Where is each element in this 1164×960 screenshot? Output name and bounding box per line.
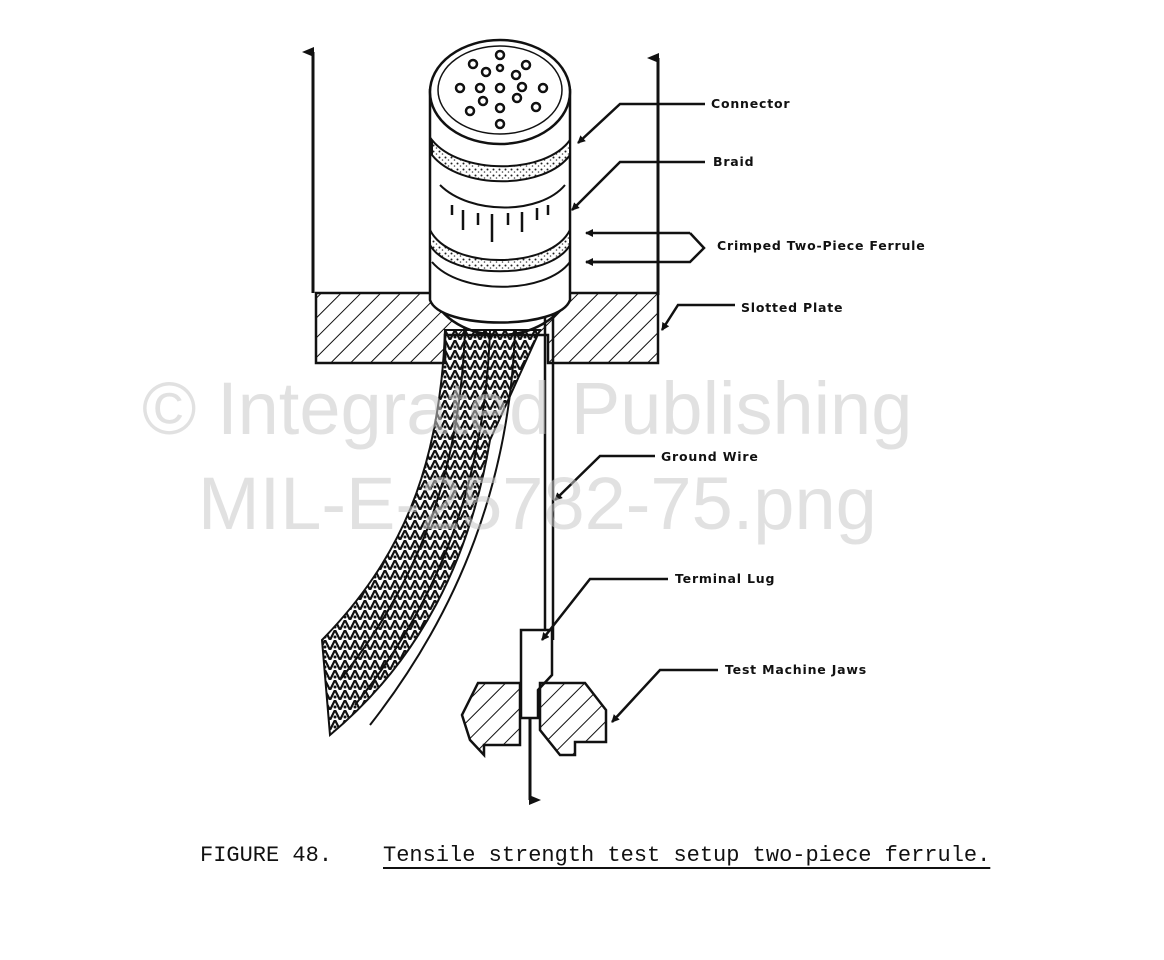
label-ferrule: Crimped Two-Piece Ferrule [717, 238, 926, 253]
connector [428, 38, 572, 324]
test-machine-jaws [460, 681, 608, 759]
slotted-plate [314, 291, 660, 365]
figure-title: Tensile strength test setup two-piece fe… [383, 843, 991, 868]
leader-lines [541, 102, 735, 723]
cable-bundle [320, 329, 542, 737]
label-terminal-lug: Terminal Lug [675, 571, 776, 586]
label-braid: Braid [713, 154, 755, 169]
label-test-machine-jaws: Test Machine Jaws [725, 662, 867, 677]
figure-number: FIGURE 48. [200, 843, 333, 868]
watermark-line1: © Integrated Publishing [142, 367, 913, 450]
label-ground-wire: Ground Wire [661, 449, 759, 464]
label-slotted-plate: Slotted Plate [741, 300, 844, 315]
label-connector: Connector [711, 96, 791, 111]
watermark-line2: MIL-E-25782-75.png [198, 462, 877, 545]
